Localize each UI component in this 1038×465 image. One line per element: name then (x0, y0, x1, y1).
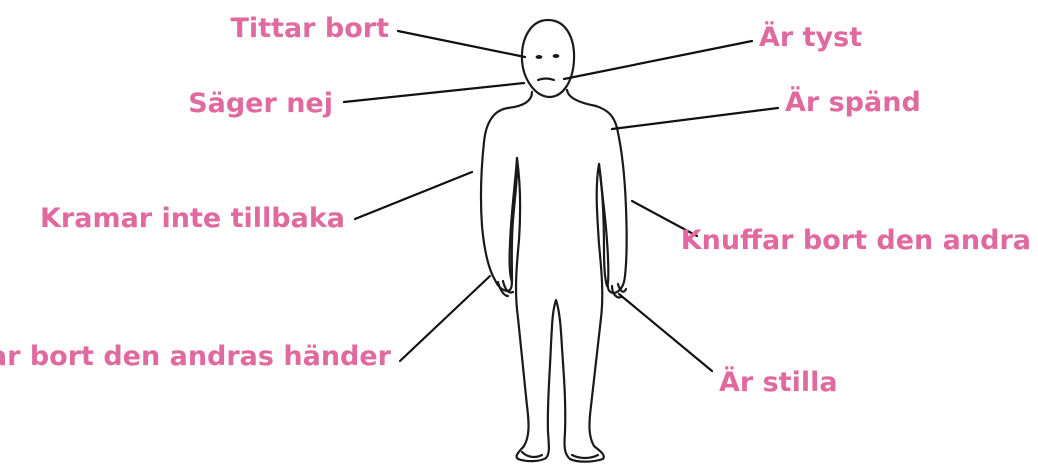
leader-looks-away (398, 31, 525, 57)
leader-is-still (619, 294, 712, 371)
label-says-no: Säger nej (188, 88, 333, 119)
figure-mouth (538, 79, 554, 81)
leader-is-tense (612, 108, 778, 129)
label-is-quiet: Är tyst (759, 21, 862, 53)
label-no-hug-back: Kramar inte tillbaka (40, 203, 345, 234)
label-removes-hands: Tar bort den andras händer (0, 341, 392, 372)
figure-head (522, 20, 574, 97)
figure-left-eye (536, 55, 543, 59)
label-is-tense: Är spänd (785, 86, 921, 118)
leader-lines (344, 31, 778, 371)
label-is-still: Är stilla (719, 366, 838, 398)
annotation-labels: Tittar bort Är tyst Säger nej Är spänd K… (0, 13, 1031, 398)
figure-left-foot (522, 452, 542, 457)
leader-is-quiet (564, 41, 752, 79)
figure-right-foot (572, 455, 598, 458)
label-looks-away: Tittar bort (230, 13, 389, 44)
label-pushes-away: Knuffar bort den andra (681, 225, 1031, 256)
leader-no-hug-back (355, 172, 472, 219)
leader-says-no (344, 83, 524, 102)
leader-removes-hands (400, 276, 490, 361)
figure-right-eye (553, 54, 560, 58)
